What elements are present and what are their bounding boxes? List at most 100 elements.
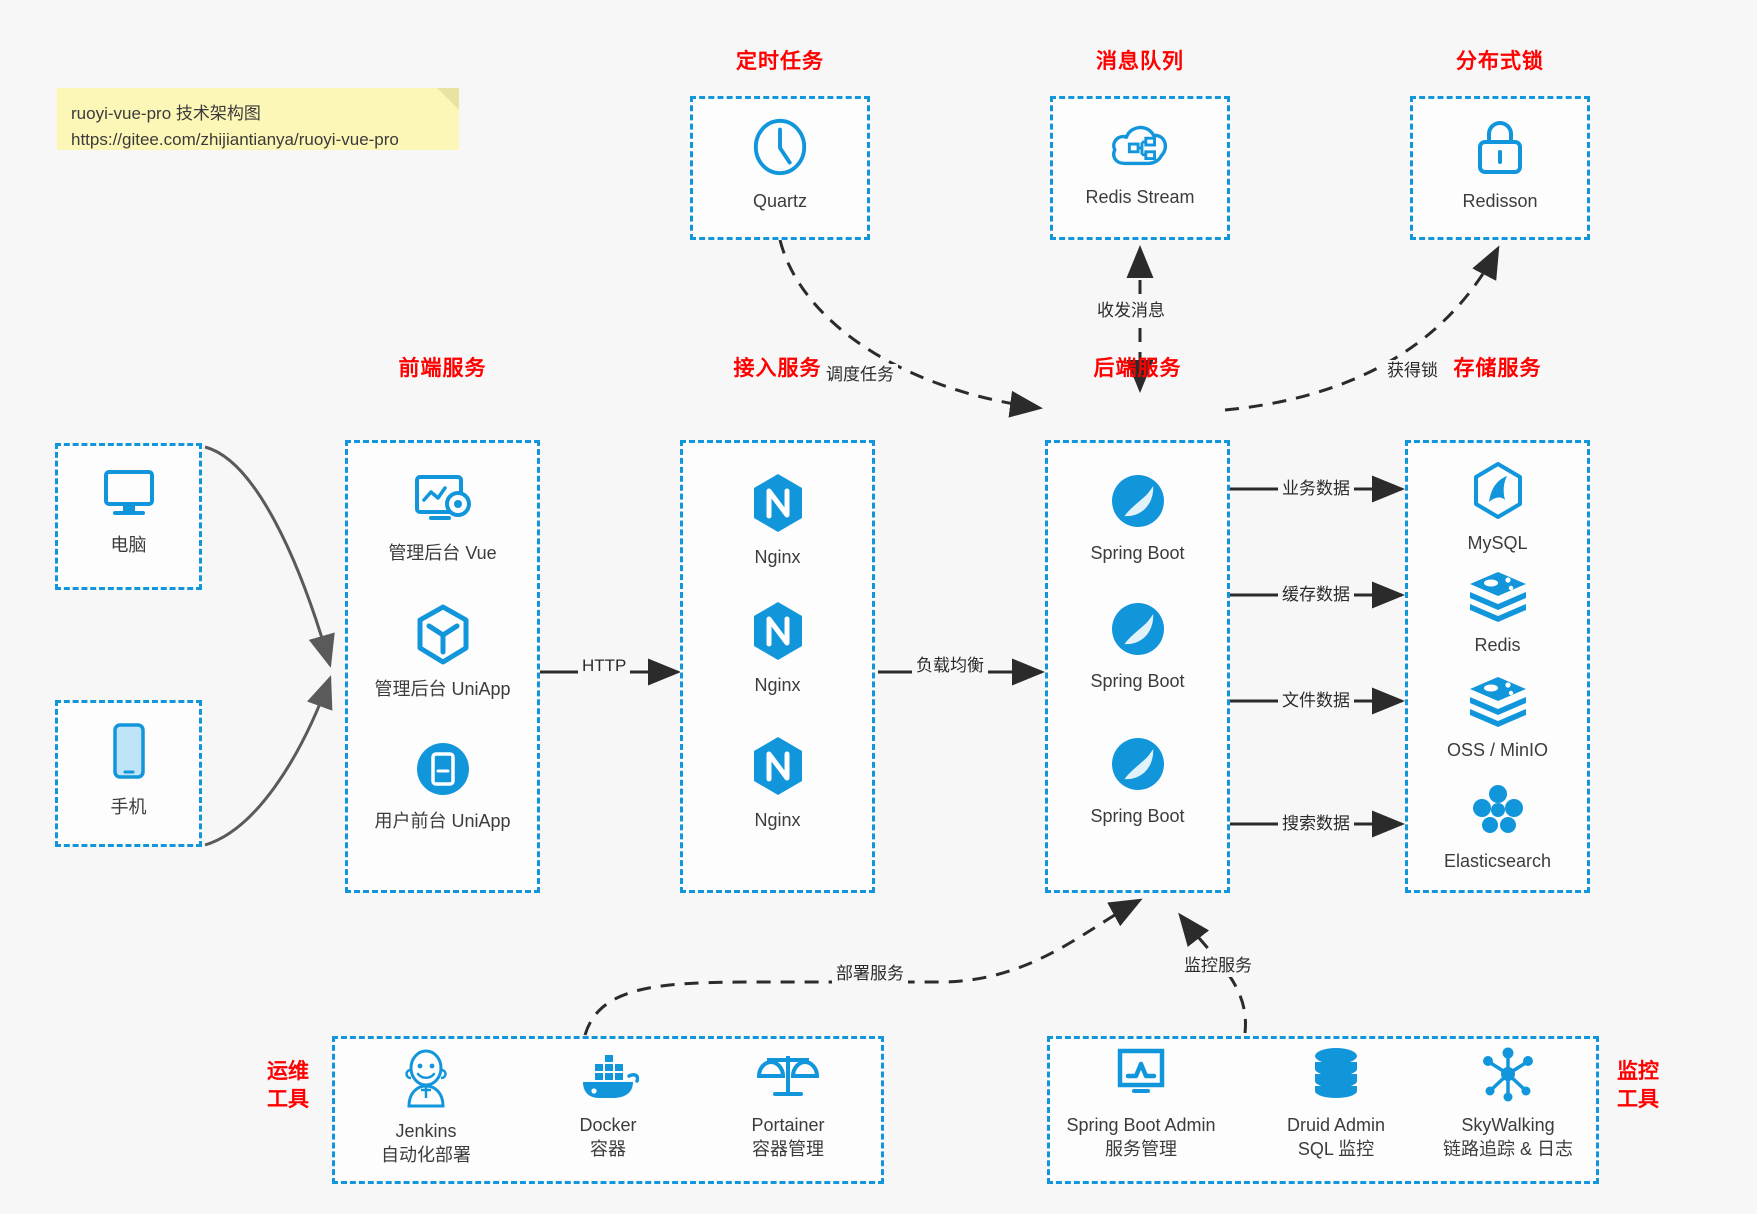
sticky-note: ruoyi-vue-pro 技术架构图 https://gitee.com/zh… [57, 88, 459, 150]
hexagon-cube-icon [414, 604, 472, 671]
node-mobile[interactable]: 手机 [55, 722, 202, 819]
node-admin-vue[interactable]: 管理后台 Vue [345, 472, 540, 565]
padlock-icon [1471, 116, 1529, 183]
group-title-frontend: 前端服务 [398, 357, 487, 380]
node-docker[interactable]: Docker 容器 [520, 1046, 696, 1161]
node-quartz[interactable]: Quartz [690, 116, 870, 213]
edge-label-cache-data: 缓存数据 [1278, 584, 1354, 606]
monitor-chart-icon [1112, 1046, 1170, 1107]
node-redisson[interactable]: Redisson [1410, 116, 1590, 213]
node-label: Spring Boot Admin [1066, 1115, 1216, 1135]
desktop-computer-icon [99, 466, 159, 527]
group-title-backend: 后端服务 [1093, 357, 1182, 380]
group-title-mq: 消息队列 [1096, 50, 1184, 73]
node-label: Nginx [754, 810, 801, 830]
node-oss-minio[interactable]: OSS / MinIO [1405, 675, 1590, 762]
group-title-gateway: 接入服务 [733, 357, 822, 380]
node-sublabel: 服务管理 [1105, 1139, 1177, 1159]
group-title-devops: 运维 工具 [258, 1058, 318, 1114]
node-label: 管理后台 Vue [388, 543, 497, 563]
group-box-mq [1050, 96, 1230, 240]
node-spring-boot-1[interactable]: Spring Boot [1045, 472, 1230, 565]
edge-label-business-data: 业务数据 [1278, 478, 1354, 500]
group-box-frontend [345, 440, 540, 893]
mysql-icon [1471, 462, 1525, 525]
node-label: Redisson [1462, 191, 1538, 211]
group-title-lock: 分布式锁 [1456, 50, 1544, 73]
group-title-devops-line1: 运维 [267, 1060, 309, 1083]
elasticsearch-icon [1469, 782, 1527, 843]
group-title-devops-line2: 工具 [267, 1088, 309, 1111]
node-mysql[interactable]: MySQL [1405, 462, 1590, 555]
node-label: Quartz [752, 191, 808, 211]
node-label: Druid Admin [1286, 1115, 1386, 1135]
node-skywalking[interactable]: SkyWalking 链路追踪 & 日志 [1420, 1046, 1596, 1161]
node-label: Redis [1474, 635, 1521, 655]
docker-whale-icon [577, 1046, 640, 1107]
edge-label-load-balance: 负载均衡 [912, 655, 988, 677]
note-line-title: ruoyi-vue-pro 技术架构图 [71, 104, 261, 123]
node-elasticsearch[interactable]: Elasticsearch [1405, 782, 1590, 873]
group-title-scheduler: 定时任务 [736, 50, 824, 73]
edge-label-monitor-service: 监控服务 [1180, 955, 1256, 977]
node-user-uniapp[interactable]: 用户前台 UniApp [345, 740, 540, 833]
group-title-monitor: 监控 工具 [1608, 1058, 1668, 1114]
edge-label-send-receive-message: 收发消息 [1093, 300, 1169, 322]
edge-label-deploy-service: 部署服务 [832, 963, 908, 985]
node-sublabel: 容器管理 [752, 1139, 824, 1159]
node-label: Nginx [754, 547, 801, 567]
nginx-icon [750, 472, 806, 539]
group-box-client-desktop [55, 443, 202, 590]
spring-boot-icon [1109, 472, 1167, 535]
node-spring-boot-2[interactable]: Spring Boot [1045, 600, 1230, 693]
node-label: Docker [579, 1115, 637, 1135]
app-circle-icon [414, 740, 472, 803]
note-line-url: https://gitee.com/zhijiantianya/ruoyi-vu… [71, 130, 399, 149]
node-label: Spring Boot [1090, 806, 1185, 826]
node-nginx-1[interactable]: Nginx [680, 472, 875, 569]
node-label: Portainer [751, 1115, 825, 1135]
node-redis-stream[interactable]: Redis Stream [1050, 116, 1230, 209]
node-label: 管理后台 UniApp [374, 679, 511, 699]
edge-label-search-data: 搜索数据 [1278, 813, 1354, 835]
database-cylinder-icon [1308, 1046, 1364, 1107]
edge-mobile-to-frontend [204, 675, 333, 847]
node-desktop[interactable]: 电脑 [55, 466, 202, 557]
nginx-icon [750, 735, 806, 802]
node-sublabel: SQL 监控 [1297, 1139, 1375, 1159]
edge-label-schedule-task: 调度任务 [822, 364, 898, 386]
node-druid-admin[interactable]: Druid Admin SQL 监控 [1248, 1046, 1424, 1161]
node-label: Spring Boot [1090, 671, 1185, 691]
clock-icon [749, 116, 811, 183]
jenkins-butler-icon [397, 1046, 455, 1113]
redis-stack-icon [1467, 570, 1529, 627]
group-box-lock [1410, 96, 1590, 240]
node-label: Jenkins [395, 1121, 457, 1141]
node-nginx-2[interactable]: Nginx [680, 600, 875, 697]
node-sublabel: 容器 [590, 1139, 626, 1159]
node-sublabel: 链路追踪 & 日志 [1442, 1139, 1573, 1159]
node-redis[interactable]: Redis [1405, 570, 1590, 657]
node-label: Redis Stream [1085, 187, 1195, 207]
node-label: Elasticsearch [1443, 851, 1552, 871]
network-nodes-icon [1479, 1046, 1537, 1107]
edge-backend-to-redisson [1224, 245, 1500, 412]
node-nginx-3[interactable]: Nginx [680, 735, 875, 832]
spring-boot-icon [1109, 735, 1167, 798]
node-label: 电脑 [110, 535, 147, 555]
node-spring-boot-admin[interactable]: Spring Boot Admin 服务管理 [1053, 1046, 1229, 1161]
note-fold-corner [437, 88, 459, 110]
node-label: 手机 [110, 797, 147, 817]
node-portainer[interactable]: Portainer 容器管理 [700, 1046, 876, 1161]
spring-boot-icon [1109, 600, 1167, 663]
node-spring-boot-3[interactable]: Spring Boot [1045, 735, 1230, 828]
node-label: MySQL [1467, 533, 1528, 553]
group-title-storage: 存储服务 [1453, 357, 1542, 380]
node-label: 用户前台 UniApp [374, 811, 511, 831]
cloud-network-icon [1109, 116, 1171, 179]
edge-label-http: HTTP [578, 655, 631, 677]
node-jenkins[interactable]: Jenkins 自动化部署 [338, 1046, 514, 1167]
node-sublabel: 自动化部署 [381, 1145, 471, 1165]
node-admin-uniapp[interactable]: 管理后台 UniApp [345, 604, 540, 701]
